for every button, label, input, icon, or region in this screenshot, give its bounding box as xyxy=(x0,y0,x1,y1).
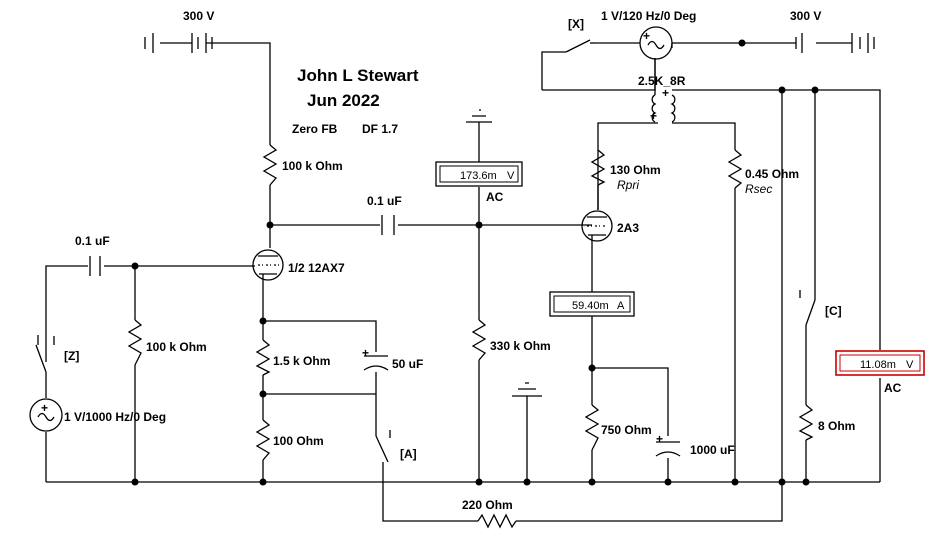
resistor-cathode-1-icon xyxy=(255,339,271,376)
resistor-pri-name: Rpri xyxy=(617,178,639,192)
battery-right-label: 300 V xyxy=(790,9,821,23)
resistor-sec-name: Rsec xyxy=(745,182,772,196)
transformer-label: 2.5K_8R xyxy=(638,74,686,88)
resistor-feedback-icon xyxy=(477,513,517,529)
date-title: Jun 2022 xyxy=(307,91,380,110)
tube-12ax7-icon xyxy=(252,249,284,282)
grid-voltmeter: 173.6m V xyxy=(435,161,523,187)
cathode-ammeter-value: 59.40m xyxy=(572,300,609,312)
resistor-cathode-2-icon xyxy=(255,419,271,461)
battery-left-icon xyxy=(144,33,216,53)
svg-text:+: + xyxy=(656,432,663,446)
resistor-load-icon xyxy=(798,404,814,441)
resistor-cathode-2a3-icon xyxy=(584,404,600,451)
switch-z-icon[interactable] xyxy=(35,335,55,373)
grid-voltmeter-unit: V xyxy=(507,170,515,182)
ground-symbol-mid-icon xyxy=(512,382,542,397)
resistor-grid-in-icon xyxy=(127,319,143,366)
svg-text:+: + xyxy=(643,29,650,43)
capacitor-cathode-bypass-label: 50 uF xyxy=(392,357,423,371)
capacitor-coupling-mid-label: 0.1 uF xyxy=(367,194,402,208)
capacitor-cathode-bypass-icon: + xyxy=(362,346,389,371)
output-voltmeter: 11.08m V xyxy=(835,350,925,376)
tube-2a3-label: 2A3 xyxy=(617,221,639,235)
capacitor-cathode-2a3-icon: + xyxy=(655,432,681,457)
grid-voltmeter-value: 173.6m xyxy=(460,170,497,182)
capacitor-cathode-2a3-label: 1000 uF xyxy=(690,443,735,457)
switch-a-label: [A] xyxy=(400,447,417,461)
resistor-pri-label: 130 Ohm xyxy=(610,163,661,177)
junction-dots xyxy=(131,39,819,486)
resistor-grid-2a3-icon xyxy=(471,319,487,361)
svg-text:+: + xyxy=(41,401,48,415)
feedback-note: Zero FB xyxy=(292,122,338,136)
tube-12ax7-label: 1/2 12AX7 xyxy=(288,261,345,275)
signal-source-icon: + xyxy=(29,398,63,432)
resistor-grid-in-label: 100 k Ohm xyxy=(146,340,207,354)
resistor-cathode-1-label: 1.5 k Ohm xyxy=(273,354,330,368)
battery-right-icon xyxy=(795,33,875,53)
resistor-sec-icon xyxy=(727,149,743,189)
ground-symbol-meter-icon xyxy=(466,109,492,138)
hum-source-label: 1 V/120 Hz/0 Deg xyxy=(601,9,696,23)
svg-text:+: + xyxy=(362,346,369,360)
transformer-icon: + + xyxy=(650,43,680,123)
cathode-ammeter-unit: A xyxy=(617,300,625,312)
capacitor-coupling-mid-icon xyxy=(381,215,395,235)
hum-source-icon: + xyxy=(639,26,673,60)
capacitor-coupling-in-icon xyxy=(89,256,101,276)
output-voltmeter-mode: AC xyxy=(884,381,902,395)
tube-2a3-icon xyxy=(581,210,613,242)
battery-left-label: 300 V xyxy=(183,9,214,23)
resistor-load-label: 8 Ohm xyxy=(818,419,855,433)
switch-x-icon[interactable] xyxy=(565,39,595,53)
switch-x-label: [X] xyxy=(568,17,584,31)
cathode-ammeter: 59.40m A xyxy=(549,291,635,317)
signal-source-label: 1 V/1000 Hz/0 Deg xyxy=(64,410,166,424)
grid-voltmeter-mode: AC xyxy=(486,190,504,204)
resistor-plate-12ax7-label: 100 k Ohm xyxy=(282,159,343,173)
svg-text:+: + xyxy=(650,109,657,123)
resistor-cathode-2-label: 100 Ohm xyxy=(273,434,324,448)
switch-c-icon[interactable] xyxy=(799,290,816,326)
resistor-cathode-2a3-label: 750 Ohm xyxy=(601,423,652,437)
author-title: John L Stewart xyxy=(297,66,419,85)
resistor-pri-icon xyxy=(590,149,606,186)
resistor-grid-2a3-label: 330 k Ohm xyxy=(490,339,551,353)
svg-text:+: + xyxy=(662,86,669,100)
switch-a-icon[interactable] xyxy=(375,430,391,463)
output-voltmeter-value: 11.08m xyxy=(860,359,896,371)
capacitor-coupling-in-label: 0.1 uF xyxy=(75,234,110,248)
output-voltmeter-unit: V xyxy=(906,359,914,371)
switch-z-label: [Z] xyxy=(64,349,79,363)
damping-factor-note: DF 1.7 xyxy=(362,122,398,136)
resistor-feedback-label: 220 Ohm xyxy=(462,498,513,512)
switch-c-label: [C] xyxy=(825,304,842,318)
resistor-plate-12ax7-icon xyxy=(262,144,278,186)
wires xyxy=(45,42,881,522)
resistor-sec-label: 0.45 Ohm xyxy=(745,167,799,181)
